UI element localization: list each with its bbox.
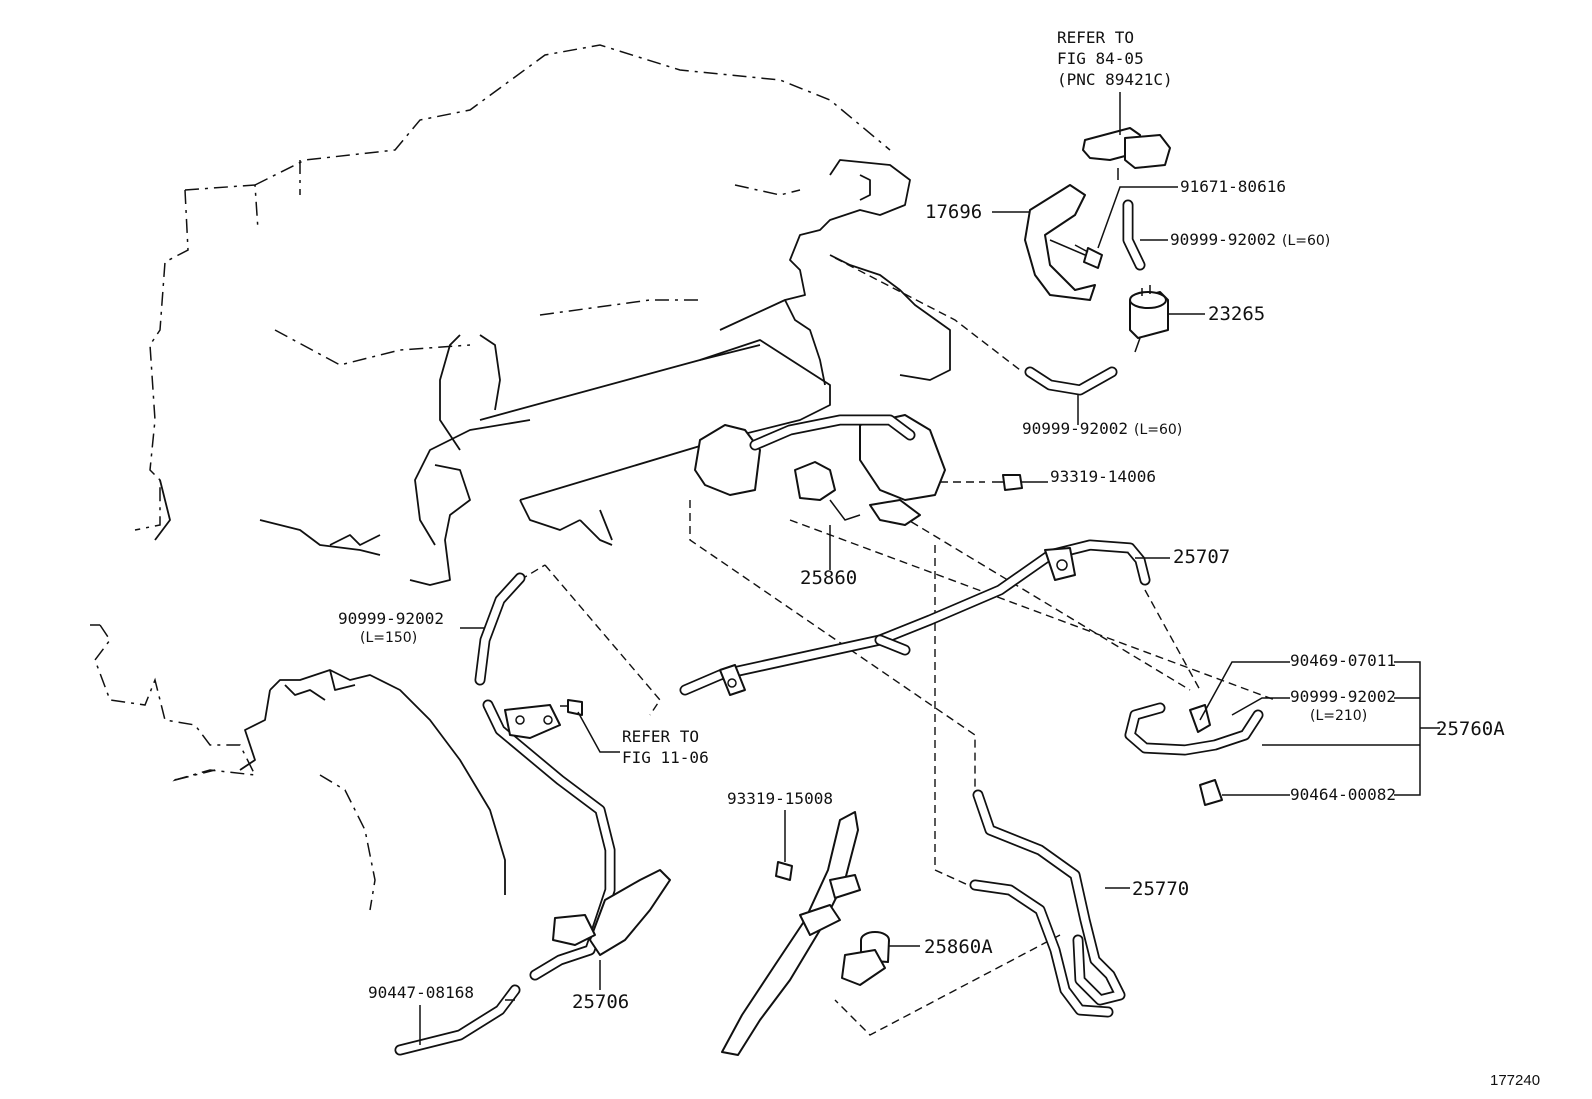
bolt-93319-15008-part [775, 810, 793, 881]
bolt-refer-fig-11-06-part [560, 699, 583, 716]
label-25760A: 25760A [1436, 718, 1505, 740]
label-90447-08168: 90447-08168 [368, 983, 474, 1002]
label-90999-92002-top-len: (L=60) [1282, 233, 1330, 249]
label-90469-07011: 90469-07011 [1290, 651, 1396, 670]
label-25706: 25706 [572, 991, 629, 1013]
refer-fig-84-05-line2: FIG 84-05 [1057, 49, 1144, 68]
label-90999-92002-l210-len: (L=210) [1310, 708, 1367, 724]
label-90999-92002-l150: 90999-92002 [338, 609, 444, 628]
engine-outline [134, 44, 951, 586]
bracket-bar-part [721, 811, 861, 1056]
label-93319-14006: 93319-14006 [1050, 467, 1156, 486]
refer-fig-11-06-line2: FIG 11-06 [622, 748, 709, 767]
vsv-25860A-part [841, 931, 890, 986]
bolt-91671-part [1074, 244, 1103, 269]
label-90999-92002-mid: 90999-92002 [1022, 419, 1128, 438]
refer-fig-84-05-line1: REFER TO [1057, 28, 1134, 47]
label-93319-15008: 93319-15008 [727, 789, 833, 808]
hose-l60-top-part [1122, 199, 1146, 271]
pipe-25707-part [679, 539, 1151, 696]
label-90999-92002-top: 90999-92002 [1170, 230, 1276, 249]
label-25860: 25860 [800, 567, 857, 589]
refer-fig-11-06-line1: REFER TO [622, 727, 699, 746]
label-25707: 25707 [1173, 546, 1230, 568]
label-25770: 25770 [1132, 878, 1189, 900]
label-23265: 23265 [1208, 303, 1265, 325]
label-91671-80616: 91671-80616 [1180, 177, 1286, 196]
label-25860A: 25860A [924, 936, 993, 958]
hose-25760A-part [1124, 702, 1264, 806]
bolt-93319-14006-part [992, 474, 1023, 491]
hose-25770-part [969, 789, 1126, 1018]
transmission-outline [90, 624, 506, 911]
hose-l60-mid-part [1024, 366, 1118, 396]
figure-id: 177240 [1490, 1072, 1540, 1089]
label-90999-92002-l210: 90999-92002 [1290, 687, 1396, 706]
assembly-dashed-lines [519, 257, 1276, 1036]
label-90999-92002-mid-len: (L=60) [1134, 422, 1182, 438]
vacuum-sensor-part [1082, 127, 1171, 180]
label-90999-92002-l150-len: (L=150) [360, 630, 417, 646]
hose-l150-part [474, 572, 526, 686]
label-17696: 17696 [925, 201, 982, 223]
callout-leaders [419, 92, 1440, 1045]
bracket-17696-part [1024, 184, 1096, 301]
vsv-23265-part [1129, 285, 1169, 353]
pipe-25706-part [482, 699, 671, 981]
valve-cluster-part [694, 414, 946, 526]
labels: REFER TO FIG 84-05 (PNC 89421C) 17696 91… [338, 28, 1540, 1089]
label-90464-00082: 90464-00082 [1290, 785, 1396, 804]
refer-fig-84-05-line3: (PNC 89421C) [1057, 70, 1173, 89]
